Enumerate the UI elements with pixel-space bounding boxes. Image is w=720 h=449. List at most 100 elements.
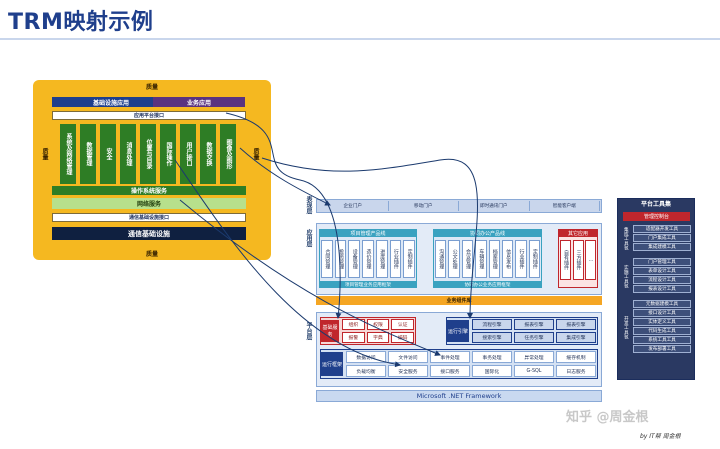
byline: by IT帮 周金根: [640, 433, 681, 440]
tool-item: 元数据建模工具: [633, 300, 691, 308]
service-column: 图像及图形: [220, 124, 236, 184]
os-service-bar: 操作系统服务: [52, 186, 246, 195]
biz-component-lib: 业务组件库: [316, 296, 602, 305]
net-service-bar: 网络服务: [52, 198, 246, 209]
tool-item: 适配器开发工具: [633, 225, 691, 233]
other-apps-items: 自有插件三方插件…: [560, 240, 596, 284]
tool-item: 门户管理工具: [633, 258, 691, 266]
tool-item: 实体定义工具: [633, 318, 691, 326]
comm-infra-bar: 通信基础设施: [52, 227, 246, 240]
quality-bottom-label: 质量: [145, 250, 158, 258]
framework-item: 文件访问: [388, 351, 428, 363]
other-apps-title: 其它应用: [558, 229, 598, 237]
arrow-to-base-service: [225, 112, 342, 319]
service-column: 数据交换: [200, 124, 216, 184]
app-module: 造价管理: [362, 240, 374, 278]
tool-item: 发布部署工具: [633, 345, 691, 353]
tool-item: 表单设计工具: [633, 267, 691, 275]
dotnet-framework-bar: Microsoft .NET Framework: [316, 390, 602, 402]
arrow-to-framework: [179, 199, 441, 356]
base-service-item: 组织: [342, 319, 365, 330]
service-column: 用户接口: [180, 124, 196, 184]
app-module: 定制插件: [528, 240, 540, 278]
framework-item: 负载均衡: [346, 365, 386, 377]
engine-item: 搜索引擎: [472, 332, 512, 343]
layer-presentation-label: 表现层: [305, 196, 312, 214]
tool-item: 接口设计工具: [633, 309, 691, 317]
service-column: 数据管理: [80, 124, 96, 184]
app-module: 行业插件: [389, 240, 402, 278]
service-column: 消息处理: [120, 124, 136, 184]
engine-item: 报表引擎: [556, 319, 596, 330]
tool-item: 门户集成工具: [633, 234, 691, 242]
portal-list: 企业门户移动门户即时通讯门户智能客户端: [318, 201, 600, 211]
office-group-title: 协同办公产品线: [433, 229, 542, 237]
arrow-to-portal: [239, 147, 331, 206]
other-app-module: 三方插件: [572, 240, 584, 280]
toolset-groups: 集成工具包适配器开发工具门户集成工具集成建模工具实施工具包门户管理工具表单设计工…: [619, 224, 693, 378]
project-mgmt-title: 项目管理产品线: [319, 229, 417, 237]
app-module: 公文处理: [448, 240, 460, 278]
portal-item: 企业门户: [318, 201, 389, 211]
app-module: 档案管理: [488, 240, 500, 278]
base-service-item: 编码: [391, 332, 414, 343]
app-module: 设备管理: [348, 240, 361, 278]
service-column: 位置与目录: [140, 124, 156, 184]
project-mgmt-items: 合同管理投资管理设备管理造价管理进度管理行业插件定制插件: [321, 240, 415, 278]
framework-item: 缓存机制: [556, 351, 596, 363]
infra-app-bar: 基础设施应用: [52, 97, 170, 107]
engine-item: 报表引擎: [514, 319, 554, 330]
layer-application-label: 应用层: [305, 229, 312, 247]
engine-item: 任务引擎: [514, 332, 554, 343]
office-framework: 协同办公业务应用框架: [433, 281, 542, 288]
tool-item: 代码生成工具: [633, 327, 691, 335]
layer-platform-label: 平台层: [305, 322, 312, 340]
portal-strip: [316, 199, 602, 213]
management-console: 管理控制台: [623, 212, 690, 221]
app-module: 合同管理: [321, 240, 333, 278]
comm-interface-bar: 通信基础设施接口: [52, 213, 246, 222]
framework-item: 接口服务: [430, 365, 470, 377]
tool-group-label: 实施工具包: [619, 257, 631, 295]
trm-service-columns: 系统及网络管理数据管理安全消息处理位置与目录国际操作用户接口数据交换图像及图形: [60, 124, 236, 184]
framework-item: G-SQL: [514, 365, 554, 377]
engine-item: 集成引擎: [556, 332, 596, 343]
runtime-engine-label: 运行引擎: [447, 320, 469, 342]
base-service-item: 认证: [391, 319, 414, 330]
framework-item: 国际化: [472, 365, 512, 377]
tool-item: 报表设计工具: [633, 285, 691, 293]
other-app-module: 自有插件: [560, 240, 571, 280]
app-platform-interface-bar: 应用平台接口: [52, 111, 246, 120]
title-divider: [0, 38, 720, 40]
framework-item: 数据访问: [346, 351, 386, 363]
quality-left-label: 质量: [41, 148, 48, 160]
arrow-to-engine: [261, 157, 478, 319]
service-column: 安全: [100, 124, 116, 184]
app-module: 进度管理: [375, 240, 388, 278]
app-module: 车辆管理: [475, 240, 487, 278]
quality-right-label: 质量: [252, 148, 259, 160]
framework-item: 安全服务: [388, 365, 428, 377]
app-module: 会议管理: [461, 240, 474, 278]
base-service-item: 权限: [366, 319, 390, 330]
app-module: 沟通管理: [435, 240, 447, 278]
portal-item: 智能客户端: [530, 201, 600, 211]
runtime-engine-items: 流程引擎报表引擎报表引擎搜索引擎任务引擎集成引擎: [472, 319, 596, 343]
base-service-label: 基础服务: [321, 320, 339, 342]
arrow-to-security: [174, 159, 401, 368]
service-column: 国际操作: [160, 124, 176, 184]
framework-item: 日志服务: [556, 365, 596, 377]
app-module: 行业插件: [515, 240, 527, 278]
tool-item: 集成建模工具: [633, 243, 691, 251]
toolset-title: 平台工具集: [640, 201, 671, 208]
app-module: 定制插件: [403, 240, 415, 278]
page-title: TRM映射示例: [8, 10, 154, 35]
biz-app-bar: 业务应用: [153, 97, 245, 107]
framework-item: 异常处理: [514, 351, 554, 363]
portal-item: 即时通讯门户: [459, 201, 530, 211]
tool-item: 流程设计工具: [633, 276, 691, 284]
tool-group-label: 开发工具包: [619, 299, 631, 355]
app-module: 信息发布: [501, 240, 514, 278]
